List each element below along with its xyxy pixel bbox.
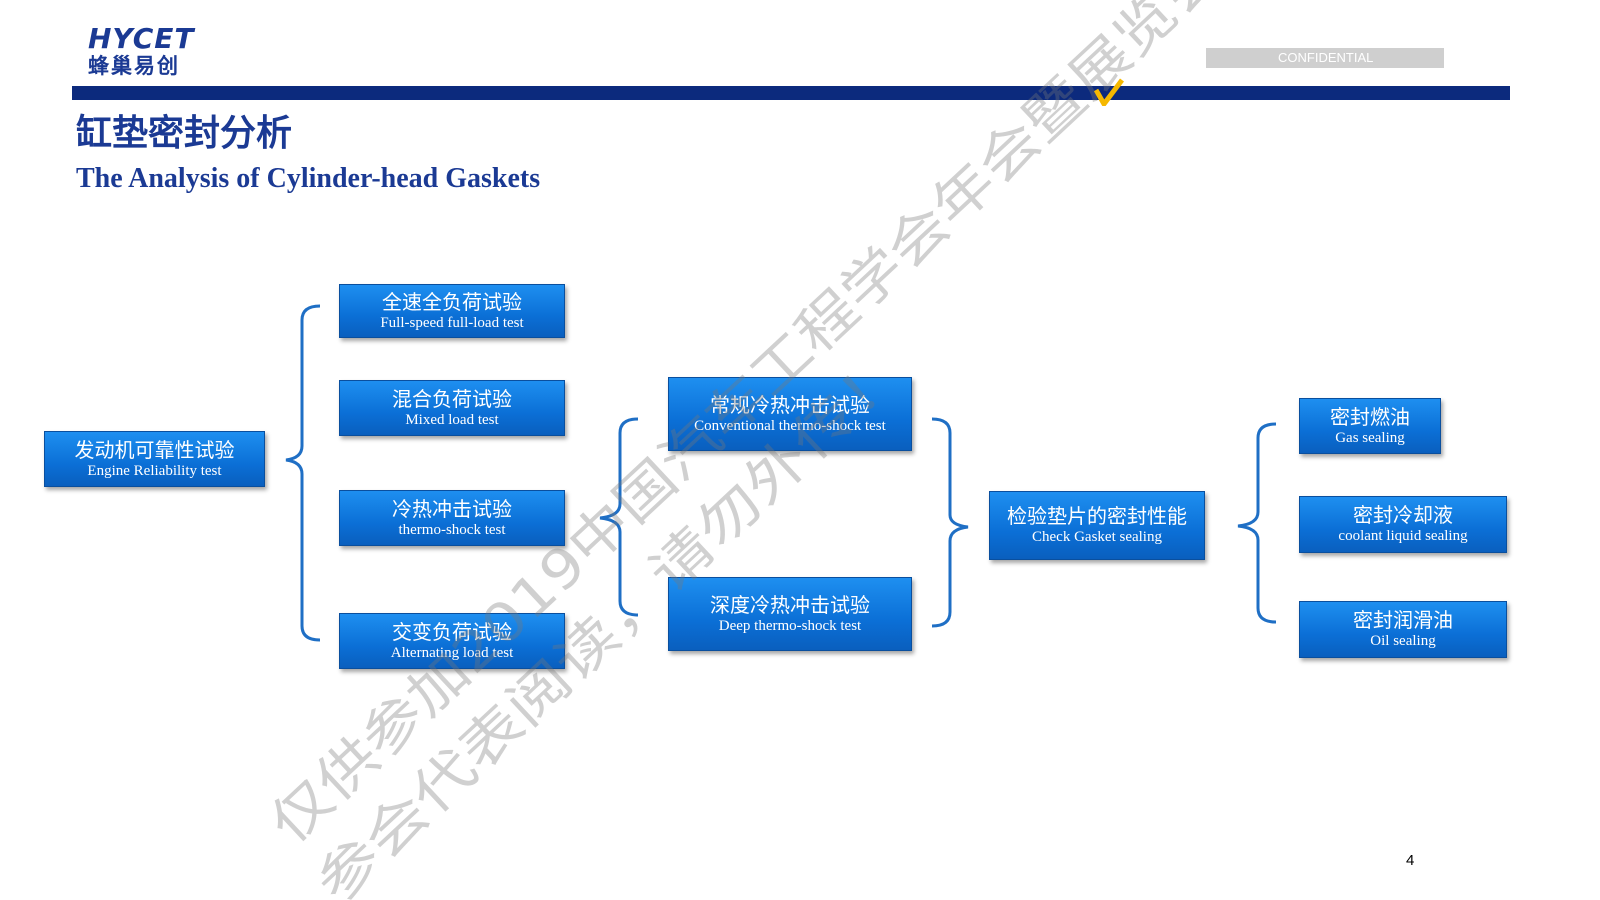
box-label-cn: 冷热冲击试验 bbox=[392, 496, 512, 521]
shock-box-conventional: 常规冷热冲击试验 Conventional thermo-shock test bbox=[668, 377, 912, 451]
box-label-en: Full-speed full-load test bbox=[380, 314, 524, 331]
shock-box-deep: 深度冷热冲击试验 Deep thermo-shock test bbox=[668, 577, 912, 651]
box-label-en: Gas sealing bbox=[1335, 429, 1405, 446]
box-label-cn: 密封燃油 bbox=[1330, 404, 1410, 429]
bracket-shock-tests bbox=[599, 417, 639, 617]
box-label-en: Deep thermo-shock test bbox=[718, 617, 862, 634]
box-label-en: Engine Reliability test bbox=[87, 462, 222, 479]
bracket-sealing bbox=[1237, 422, 1277, 624]
page-title-en: The Analysis of Cylinder-head Gaskets bbox=[76, 163, 541, 194]
check-mark-icon bbox=[1094, 78, 1124, 106]
seal-box-oil: 密封润滑油 Oil sealing bbox=[1299, 601, 1507, 658]
box-label-cn: 深度冷热冲击试验 bbox=[710, 592, 870, 617]
hycet-logo: HYCET 蜂巢易创 bbox=[88, 24, 228, 80]
page-number: 4 bbox=[1406, 852, 1415, 869]
box-label-en: Mixed load test bbox=[405, 411, 499, 428]
root-box-engine-reliability: 发动机可靠性试验 Engine Reliability test bbox=[44, 431, 265, 487]
box-label-cn: 混合负荷试验 bbox=[392, 386, 512, 411]
test-box-full-speed: 全速全负荷试验 Full-speed full-load test bbox=[339, 284, 565, 338]
check-box-gasket-sealing: 检验垫片的密封性能 Check Gasket sealing bbox=[989, 491, 1205, 560]
box-label-cn: 交变负荷试验 bbox=[392, 619, 512, 644]
box-label-en: Conventional thermo-shock test bbox=[694, 417, 886, 434]
header-bar bbox=[72, 86, 1510, 100]
test-box-mixed-load: 混合负荷试验 Mixed load test bbox=[339, 380, 565, 436]
bracket-check bbox=[931, 417, 969, 628]
seal-box-gas: 密封燃油 Gas sealing bbox=[1299, 398, 1441, 454]
bracket-tests bbox=[285, 304, 321, 642]
box-label-cn: 发动机可靠性试验 bbox=[74, 437, 235, 462]
box-label-en: Alternating load test bbox=[390, 644, 514, 661]
logo-text-en: HYCET bbox=[88, 22, 195, 55]
seal-box-coolant: 密封冷却液 coolant liquid sealing bbox=[1299, 496, 1507, 553]
box-label-cn: 全速全负荷试验 bbox=[382, 289, 522, 314]
box-label-en: Check Gasket sealing bbox=[1032, 529, 1162, 545]
confidential-label: CONFIDENTIAL bbox=[1206, 48, 1444, 68]
test-box-alternating-load: 交变负荷试验 Alternating load test bbox=[339, 613, 565, 669]
page-title-cn: 缸垫密封分析 bbox=[76, 113, 293, 154]
box-label-cn: 密封冷却液 bbox=[1353, 503, 1453, 527]
box-label-en: coolant liquid sealing bbox=[1338, 528, 1468, 544]
test-box-thermo-shock: 冷热冲击试验 thermo-shock test bbox=[339, 490, 565, 546]
box-label-cn: 检验垫片的密封性能 bbox=[1007, 504, 1187, 528]
logo-text-cn: 蜂巢易创 bbox=[88, 54, 180, 78]
box-label-en: thermo-shock test bbox=[398, 521, 506, 538]
box-label-cn: 常规冷热冲击试验 bbox=[710, 392, 870, 417]
box-label-cn: 密封润滑油 bbox=[1353, 608, 1453, 632]
box-label-en: Oil sealing bbox=[1370, 633, 1436, 649]
